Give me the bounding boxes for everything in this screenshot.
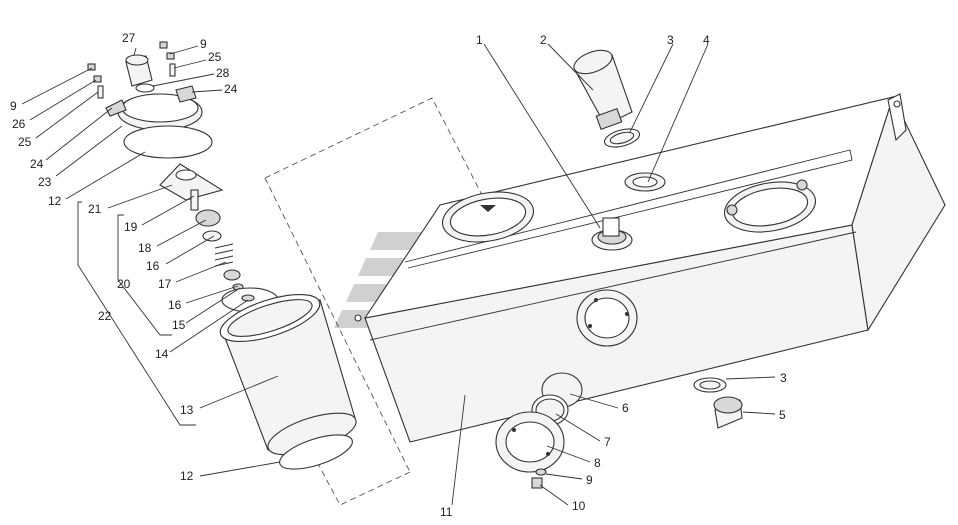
callout-c25a: 25 bbox=[18, 135, 32, 149]
callout-c9c: 9 bbox=[200, 37, 207, 51]
sensor-opening bbox=[723, 179, 817, 233]
callout-c25b: 25 bbox=[208, 50, 222, 64]
callout-c24b: 24 bbox=[224, 82, 238, 96]
callout-c24a: 24 bbox=[30, 157, 44, 171]
callout-c22: 22 bbox=[98, 309, 112, 323]
group-braces bbox=[77, 201, 196, 426]
callout-c1: 1 bbox=[476, 33, 483, 47]
callout-c12a: 12 bbox=[48, 194, 62, 208]
callout-c3b: 3 bbox=[780, 371, 787, 385]
top-fittings bbox=[591, 172, 666, 251]
callout-c16a: 16 bbox=[146, 259, 160, 273]
callout-c14: 14 bbox=[155, 347, 169, 361]
callout-c21: 21 bbox=[88, 202, 102, 216]
callout-c15: 15 bbox=[172, 318, 186, 332]
leader-lines bbox=[21, 43, 776, 506]
callout-c9b: 9 bbox=[586, 473, 593, 487]
callout-c16b: 16 bbox=[168, 298, 182, 312]
callout-c23: 23 bbox=[38, 175, 52, 189]
callout-c2: 2 bbox=[540, 33, 547, 47]
filter-assembly bbox=[87, 41, 357, 470]
callout-c5: 5 bbox=[779, 408, 786, 422]
callout-c20: 20 bbox=[117, 277, 131, 291]
callout-c8: 8 bbox=[594, 456, 601, 470]
callout-labels: 1 2 3 4 3 5 6 7 8 9 10 11 12 13 14 15 16… bbox=[10, 31, 787, 519]
inspection-cover bbox=[495, 372, 583, 489]
callout-c10: 10 bbox=[572, 499, 586, 513]
side-flange bbox=[576, 289, 638, 347]
callout-c28: 28 bbox=[216, 66, 230, 80]
callout-c19: 19 bbox=[124, 220, 138, 234]
fuel-tank bbox=[354, 93, 946, 443]
callout-c26: 26 bbox=[12, 117, 26, 131]
callout-c17: 17 bbox=[158, 277, 172, 291]
callout-c11: 11 bbox=[440, 505, 453, 519]
callout-c12b: 12 bbox=[180, 469, 194, 483]
callout-c9a: 9 bbox=[10, 99, 17, 113]
callout-c13: 13 bbox=[180, 403, 194, 417]
filler-opening bbox=[441, 191, 535, 243]
callout-c18: 18 bbox=[138, 241, 152, 255]
callout-c6: 6 bbox=[622, 401, 629, 415]
callout-c4: 4 bbox=[703, 33, 710, 47]
drain-plug bbox=[693, 377, 743, 429]
callout-c27: 27 bbox=[122, 31, 136, 45]
callout-c7: 7 bbox=[604, 435, 611, 449]
filler-cap bbox=[573, 49, 641, 148]
callout-c3a: 3 bbox=[667, 33, 674, 47]
